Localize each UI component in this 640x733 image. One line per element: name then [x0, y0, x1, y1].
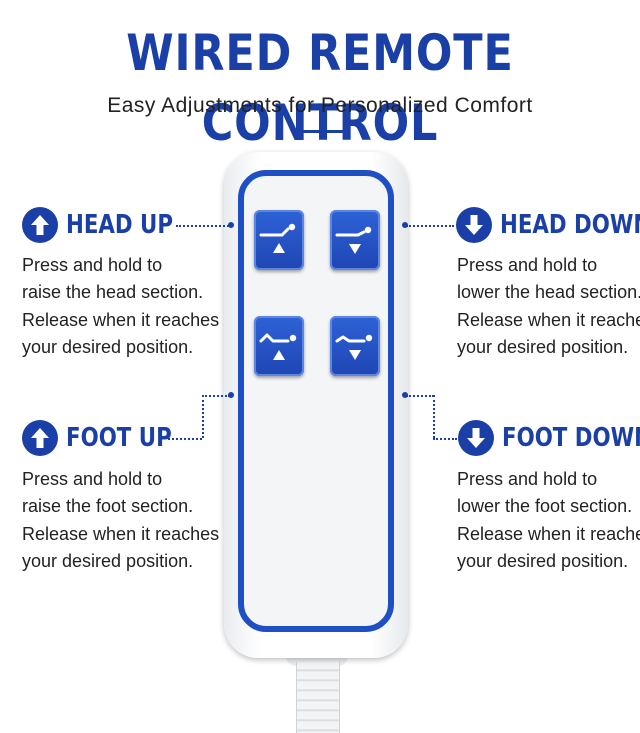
arrow-up-icon [22, 420, 58, 456]
foot-down-connector-top [406, 395, 434, 397]
description-line: raise the head section. [22, 282, 204, 303]
foot-up-connector-v [202, 395, 204, 438]
foot-down-label: FOOT DOWN [502, 423, 640, 453]
head-down-connector [406, 225, 454, 227]
head-up-connector [176, 225, 232, 227]
description-line: Press and hold to [22, 469, 163, 489]
head-down-connector-dot [402, 222, 408, 228]
description-line: Press and hold to [22, 255, 163, 275]
page-title: WIRED REMOTE CONTROL [126, 24, 514, 152]
description-line: your desired position. [22, 336, 194, 357]
description-line: Release when it reaches [22, 523, 220, 544]
description-line: Press and hold to [457, 255, 598, 275]
description-line: raise the foot section. [22, 496, 194, 517]
foot-up-description: Press and hold to raise the foot section… [22, 466, 219, 575]
description-line: your desired position. [22, 550, 194, 571]
arrow-down-icon [458, 420, 494, 456]
head-down-button[interactable] [330, 210, 380, 270]
page-subtitle: Easy Adjustments for Personalized Comfor… [107, 94, 533, 117]
foot-down-connector-dot [402, 392, 408, 398]
description-line: lower the head section. [457, 282, 640, 303]
head-lower-down-icon [335, 226, 372, 254]
foot-up-heading: FOOT UP [22, 418, 195, 458]
foot-up-connector-top [202, 395, 230, 397]
description-line: lower the foot section. [457, 496, 633, 517]
foot-down-button[interactable] [330, 316, 380, 376]
head-down-description: Press and hold to lower the head section… [457, 252, 640, 361]
arrow-up-icon [22, 207, 58, 243]
description-line: Release when it reaches [457, 309, 640, 330]
head-up-heading: HEAD UP [22, 205, 196, 245]
description-line: Release when it reaches [22, 309, 220, 330]
head-down-heading: HEAD DOWN [456, 205, 640, 245]
description-line: your desired position. [457, 336, 629, 357]
head-up-description: Press and hold to raise the head section… [22, 252, 219, 361]
description-line: Press and hold to [457, 469, 598, 489]
foot-lower-down-icon [335, 334, 373, 360]
foot-down-description: Press and hold to lower the foot section… [457, 466, 640, 575]
head-down-label: HEAD DOWN [500, 210, 640, 240]
foot-up-label: FOOT UP [66, 423, 172, 453]
foot-raise-up-icon [259, 333, 297, 360]
remote-cable [296, 662, 340, 733]
foot-down-connector-v [433, 395, 435, 438]
head-up-connector-dot [228, 222, 234, 228]
head-up-button[interactable] [254, 210, 304, 270]
foot-up-connector-h [168, 438, 202, 440]
description-line: Release when it reaches [457, 523, 640, 544]
foot-down-connector-h [433, 438, 457, 440]
description-line: your desired position. [457, 550, 629, 571]
foot-down-heading: FOOT DOWN [458, 418, 640, 458]
foot-up-connector-dot [228, 392, 234, 398]
head-up-label: HEAD UP [66, 210, 173, 240]
arrow-down-icon [456, 207, 492, 243]
subtitle-underline [296, 130, 346, 133]
head-raise-up-icon [259, 223, 296, 253]
foot-up-button[interactable] [254, 316, 304, 376]
